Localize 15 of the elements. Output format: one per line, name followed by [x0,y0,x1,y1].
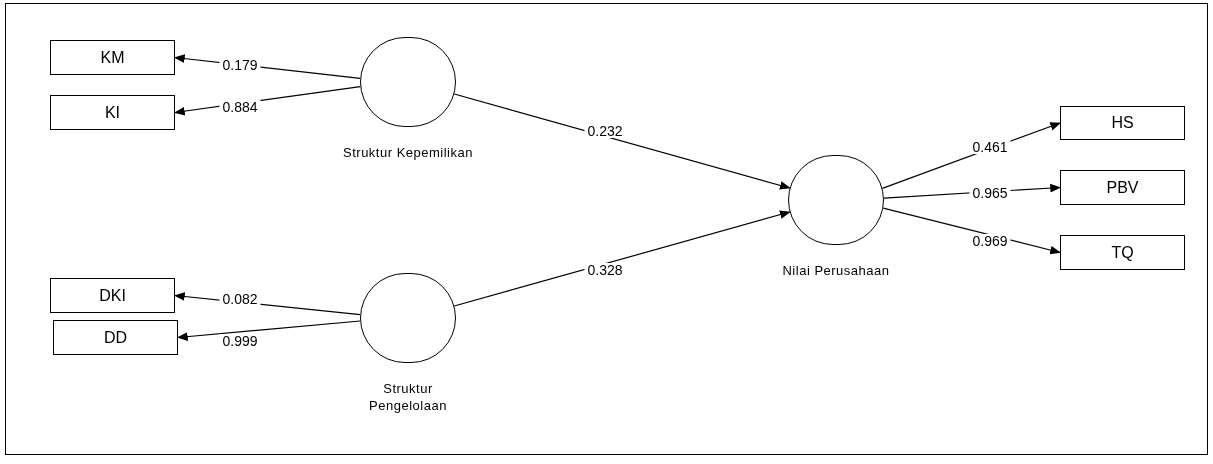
indicator-box: HS [1060,106,1185,140]
edge-label: 0.179 [219,58,261,72]
indicator-box: DD [53,320,178,355]
edge-label: 0.082 [219,292,261,306]
variable-name: Nilai Perusahaan [781,262,891,279]
variable-name: Struktur Kepemilikan [343,144,473,161]
variable-name: Struktur Pengelolaan [368,380,448,414]
indicator-box: KM [50,40,175,75]
indicator-box: PBV [1060,170,1185,205]
edge-label: 0.884 [219,100,261,114]
indicator-box: DKI [50,278,175,313]
indicator-box: KI [50,95,175,130]
arrow [176,320,361,341]
edge-label: 0.965 [969,186,1011,200]
indicator-box: TQ [1060,235,1185,270]
